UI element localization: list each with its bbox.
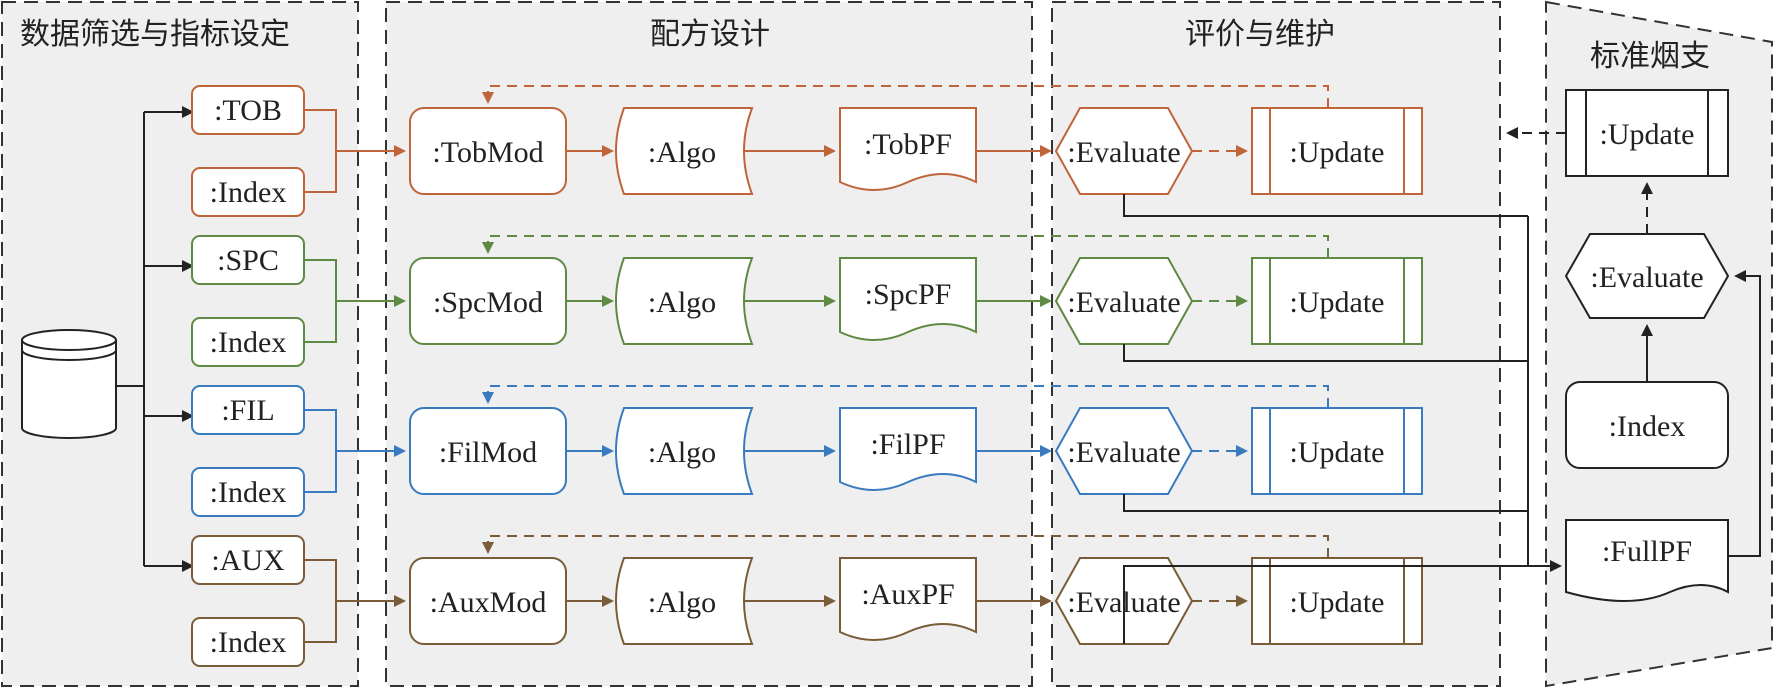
fullpf-to-evaluate-edge: [1728, 270, 1761, 557]
source-label: :FIL: [221, 394, 274, 427]
update-node[interactable]: [1251, 407, 1423, 495]
index-label: :Index: [210, 326, 287, 359]
update-label: :Update: [1290, 436, 1385, 469]
index-label: :Index: [210, 476, 287, 509]
formula-document-node[interactable]: [839, 107, 977, 191]
source-label: :SPC: [217, 244, 279, 277]
panel-title-evaluation-maintenance: 评价与维护: [1185, 18, 1335, 51]
formula-document-node[interactable]: [839, 557, 977, 641]
source-label: :AUX: [211, 544, 285, 577]
model-label: :AuxMod: [430, 586, 547, 619]
category-rows: :TOB :Index :TobMod :Algo :TobPF :Evalua…: [191, 85, 1528, 667]
category-row-spc: :SPC :Index :SpcMod :Algo :SpcPF :Evalua…: [191, 235, 1528, 367]
index-label: :Index: [210, 626, 287, 659]
panel-title-data-selection: 数据筛选与指标设定: [20, 18, 290, 51]
standard-evaluate-node[interactable]: [1564, 233, 1730, 319]
merge-connector: [304, 259, 404, 343]
update-feedback-edge: [482, 235, 1329, 258]
update-node[interactable]: [1251, 107, 1423, 195]
algorithm-node[interactable]: [615, 257, 754, 345]
evaluate-label: :Evaluate: [1067, 136, 1180, 169]
formula-document-label: :AuxPF: [861, 578, 954, 611]
algorithm-label: :Algo: [648, 586, 716, 619]
evaluate-to-fullpf-connector: [1123, 344, 1528, 362]
standard-index-label: :Index: [1609, 410, 1686, 443]
algorithm-node[interactable]: [615, 557, 754, 645]
update-label: :Update: [1290, 136, 1385, 169]
update-label: :Update: [1290, 586, 1385, 619]
merge-connector: [304, 109, 404, 193]
algorithm-label: :Algo: [648, 436, 716, 469]
index-label: :Index: [210, 176, 287, 209]
model-label: :SpcMod: [433, 286, 543, 319]
formula-document-node[interactable]: [839, 257, 977, 341]
standard-update-label: :Update: [1600, 118, 1695, 151]
algorithm-label: :Algo: [648, 136, 716, 169]
update-node[interactable]: [1251, 257, 1423, 345]
algorithm-node[interactable]: [615, 107, 754, 195]
evaluate-to-fullpf-connector: [1123, 565, 1528, 644]
source-label: :TOB: [214, 94, 282, 127]
algorithm-node[interactable]: [615, 407, 754, 495]
algorithm-label: :Algo: [648, 286, 716, 319]
standard-update-node[interactable]: [1565, 89, 1729, 177]
formula-document-node[interactable]: [839, 407, 977, 491]
category-row-tob: :TOB :Index :TobMod :Algo :TobPF :Evalua…: [191, 85, 1528, 217]
category-row-fil: :FIL :Index :FilMod :Algo :FilPF :Evalua…: [191, 385, 1528, 517]
update-label: :Update: [1290, 286, 1385, 319]
formula-document-label: :FilPF: [870, 428, 945, 461]
formula-document-label: :SpcPF: [865, 278, 952, 311]
database-icon: [21, 329, 117, 439]
model-label: :TobMod: [432, 136, 543, 169]
category-row-aux: :AUX :Index :AuxMod :Algo :AuxPF :Evalua…: [191, 535, 1528, 667]
evaluate-to-fullpf-connector: [1123, 194, 1528, 217]
model-label: :FilMod: [439, 436, 537, 469]
merge-connector: [304, 409, 404, 493]
update-node[interactable]: [1251, 557, 1423, 645]
database-connectors: [116, 106, 194, 572]
panel-title-formula-design: 配方设计: [650, 18, 770, 51]
fullpf-node[interactable]: [1565, 519, 1729, 602]
update-feedback-edge: [482, 535, 1329, 558]
update-feedback-edge: [482, 385, 1329, 408]
fullpf-label: :FullPF: [1602, 535, 1692, 568]
formula-document-label: :TobPF: [864, 128, 952, 161]
evaluate-to-fullpf-connector: [1123, 494, 1528, 512]
evaluate-label: :Evaluate: [1067, 436, 1180, 469]
standard-flow: :FullPF :Index :Evaluate :Update: [1506, 89, 1761, 602]
merge-connector: [304, 559, 404, 643]
update-feedback-edge: [482, 85, 1329, 108]
evaluate-label: :Evaluate: [1067, 286, 1180, 319]
standard-evaluate-label: :Evaluate: [1590, 261, 1703, 294]
panel-title-standard-cigarette: 标准烟支: [1590, 40, 1710, 73]
